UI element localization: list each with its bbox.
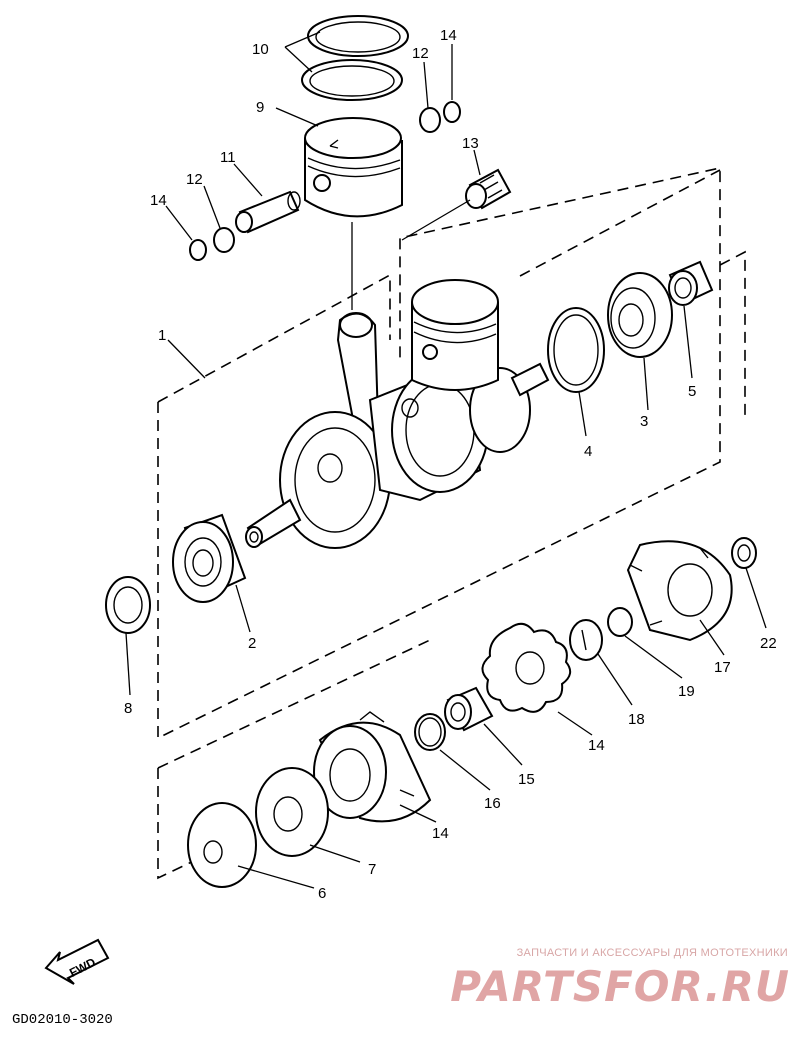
callout-14-left: 14 xyxy=(150,192,167,209)
callout-12-left: 12 xyxy=(186,171,203,188)
oil-seal-left xyxy=(105,576,151,634)
fwd-arrow-icon: FWD xyxy=(44,938,110,985)
coupling-hub xyxy=(313,711,432,823)
circlip-left xyxy=(189,227,235,261)
piston xyxy=(304,117,403,218)
callout-6: 6 xyxy=(318,885,326,902)
bearing-right xyxy=(607,272,673,358)
callout-17: 15 xyxy=(518,771,535,788)
circlip-right xyxy=(419,101,461,133)
callout-15: 14 xyxy=(432,825,449,842)
callout-9: 9 xyxy=(256,99,264,116)
callout-10: 10 xyxy=(252,41,269,58)
oil-seal-ring xyxy=(547,307,605,393)
o-ring-large xyxy=(414,713,446,751)
group-outline-lower xyxy=(157,639,431,880)
bearing-left xyxy=(172,513,247,603)
callout-5: 5 xyxy=(688,383,696,400)
plate xyxy=(187,802,257,888)
callout-19: 17 xyxy=(714,659,731,676)
callout-11: 11 xyxy=(220,149,236,166)
callout-22: 22 xyxy=(760,635,777,652)
needle-bearing xyxy=(465,168,512,210)
callout-13: 13 xyxy=(462,135,479,152)
watermark-tagline: ЗАПЧАСТИ И АКСЕССУАРЫ ДЛЯ МОТОТЕХНИКИ xyxy=(516,947,788,959)
callout-7: 7 xyxy=(368,861,376,878)
callout-labels: 10 9 12 14 13 11 12 14 1 2 3 4 5 8 22 17… xyxy=(124,27,777,902)
crankshaft xyxy=(245,312,550,549)
group-outline-upper xyxy=(157,167,746,740)
callout-2: 2 xyxy=(248,635,256,652)
callout-16: 14 xyxy=(588,737,605,754)
piston-assembled xyxy=(411,279,499,391)
callout-20: 18 xyxy=(628,711,645,728)
diagram-code: GD02010-3020 xyxy=(12,1012,113,1028)
callout-14-right: 14 xyxy=(440,27,457,44)
callout-8: 8 xyxy=(124,700,132,717)
shim xyxy=(731,537,757,569)
washer xyxy=(255,767,329,857)
callout-18: 16 xyxy=(484,795,501,812)
threaded-collar xyxy=(444,686,494,732)
callout-21: 19 xyxy=(678,683,695,700)
callout-12-right: 12 xyxy=(412,45,429,62)
o-ring-small xyxy=(607,607,633,637)
callout-4: 4 xyxy=(584,443,592,460)
coupling-housing xyxy=(626,540,733,642)
leader-lines xyxy=(125,31,767,889)
callout-3: 3 xyxy=(640,413,648,430)
watermark-brand-logo: PARTSFOR.RU xyxy=(450,962,790,1011)
cap xyxy=(569,619,603,661)
piston-pin xyxy=(235,190,301,234)
callout-1: 1 xyxy=(158,327,166,344)
damper xyxy=(481,622,572,713)
piston-rings xyxy=(301,15,409,101)
collar xyxy=(668,260,714,306)
